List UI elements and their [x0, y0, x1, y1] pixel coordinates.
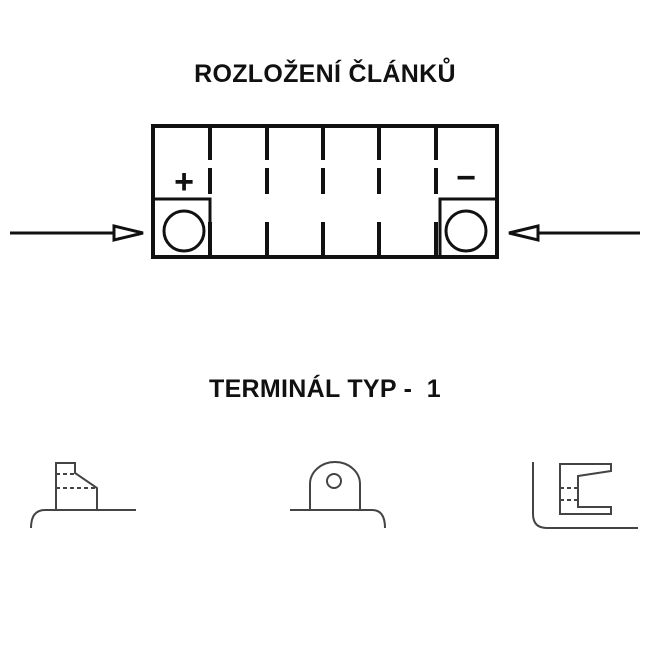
terminal-front-view-icon	[290, 461, 386, 529]
left-arrow-icon	[10, 224, 144, 242]
cell-layout-title: ROZLOŽENÍ ČLÁNKŮ	[194, 60, 456, 88]
terminal-side-view-icon	[30, 462, 136, 529]
right-arrow-icon	[508, 224, 640, 242]
terminal-type-title: TERMINÁL TYP - 1	[209, 375, 441, 403]
terminal-top-view-icon	[532, 462, 638, 529]
cell-dividers	[208, 126, 438, 257]
positive-terminal	[151, 197, 212, 259]
negative-symbol: −	[456, 159, 476, 197]
negative-terminal	[438, 197, 499, 259]
positive-symbol: +	[174, 163, 194, 201]
